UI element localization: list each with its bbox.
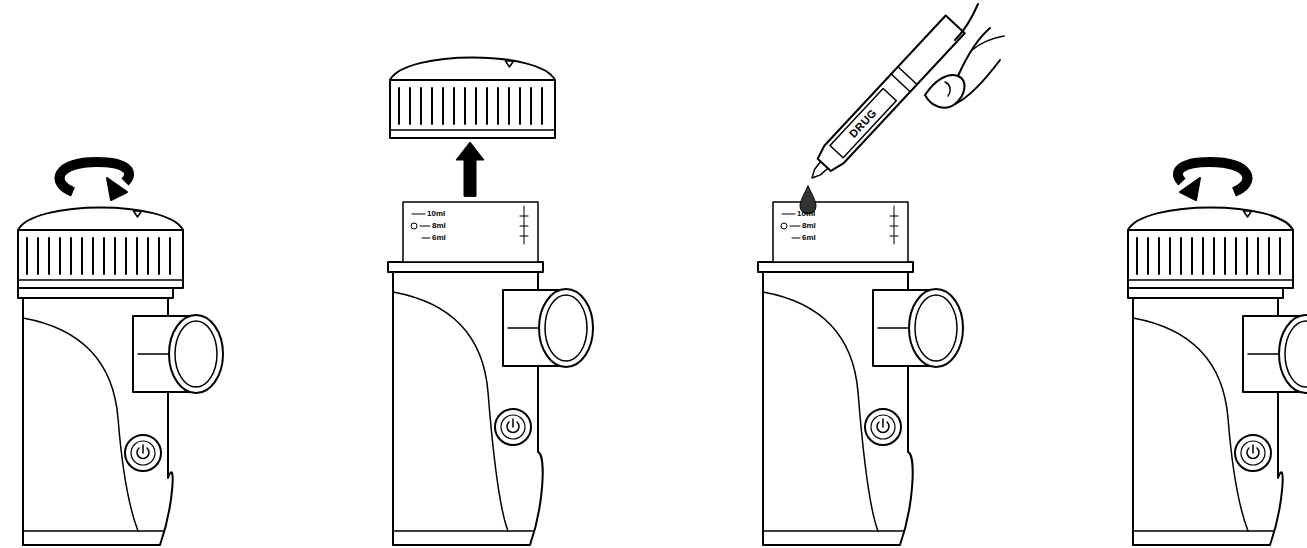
mouthpiece-rim — [169, 315, 223, 393]
mouthpiece-opening — [915, 295, 957, 361]
finger — [958, 28, 990, 76]
cap-dome — [1128, 208, 1293, 231]
mouthpiece-rim — [1279, 315, 1307, 393]
cap-grip — [1128, 230, 1293, 288]
power-button — [495, 409, 531, 445]
collar — [758, 262, 913, 272]
power-button — [865, 409, 901, 445]
nebulizer-device — [388, 262, 593, 545]
power-symbol — [882, 419, 884, 427]
scale-label: 10ml — [797, 210, 815, 218]
cap-dome — [18, 208, 183, 231]
scale-symbol — [411, 223, 417, 229]
scale-label: 6ml — [432, 234, 446, 242]
rotate-arrow — [1178, 162, 1248, 200]
device-cap — [1128, 208, 1293, 289]
dropper-pen — [802, 16, 964, 187]
panel-line — [393, 292, 508, 531]
lift-arrow — [456, 142, 484, 196]
cap-lip — [390, 129, 555, 131]
cap-ribs — [1137, 238, 1280, 274]
cap-lip — [18, 279, 183, 281]
scale-label: 10ml — [427, 210, 445, 218]
device-cap — [390, 58, 555, 139]
nebulizer-device — [758, 262, 963, 545]
power-symbol — [1252, 445, 1254, 453]
cap-lip — [1128, 279, 1293, 281]
cap-marker — [134, 211, 142, 217]
panel-line — [23, 318, 138, 531]
scale-label: 8ml — [802, 222, 816, 230]
base-line — [1133, 530, 1274, 532]
cap-ribs — [399, 88, 542, 124]
collar — [18, 288, 173, 298]
cap-marker — [506, 61, 514, 67]
medicine-cup — [403, 202, 538, 262]
collar — [388, 262, 543, 272]
scale-symbol — [781, 223, 787, 229]
power-button-ring — [871, 415, 895, 439]
panel-line — [1133, 318, 1248, 531]
mouthpiece-opening — [545, 295, 587, 361]
mouthpiece-opening — [175, 321, 217, 387]
thumb-nail — [945, 82, 950, 96]
rotate-arrow — [60, 162, 130, 200]
dropper-band — [891, 67, 917, 92]
nebulizer-device — [18, 288, 223, 545]
power-symbol — [142, 445, 144, 453]
cap-grip — [18, 230, 183, 288]
power-button — [125, 435, 161, 471]
scale-ticks — [890, 206, 898, 244]
cup-wall — [773, 202, 908, 262]
cap-dome — [390, 58, 555, 81]
rotation-head — [1180, 178, 1200, 200]
mouthpiece-rim — [909, 289, 963, 367]
cup-wall — [403, 202, 538, 262]
mouthpiece-opening — [1285, 321, 1307, 387]
device-cap — [18, 208, 183, 289]
medicine-cup — [773, 202, 908, 262]
cap-grip — [390, 80, 555, 138]
dropper-body — [815, 16, 965, 174]
base-line — [393, 530, 534, 532]
power-symbol — [512, 419, 514, 427]
cap-ribs — [27, 238, 170, 274]
nebulizer-device — [1128, 288, 1307, 545]
finger — [972, 36, 1004, 50]
scale-label: 8ml — [432, 222, 446, 230]
mouthpiece-rim — [539, 289, 593, 367]
power-button-ring — [1241, 441, 1265, 465]
base-line — [763, 530, 904, 532]
power-button-ring — [501, 415, 525, 439]
panel-line — [763, 292, 878, 531]
cap-marker — [1244, 211, 1252, 217]
dropper-label-box — [830, 88, 896, 157]
base-line — [23, 530, 164, 532]
power-button-ring — [131, 441, 155, 465]
rotation-head — [107, 178, 127, 200]
scale-ticks — [520, 206, 528, 244]
finger — [955, 4, 978, 40]
hand — [925, 4, 1004, 108]
scale-label: 6ml — [802, 234, 816, 242]
collar — [1128, 288, 1283, 298]
power-button — [1235, 435, 1271, 471]
